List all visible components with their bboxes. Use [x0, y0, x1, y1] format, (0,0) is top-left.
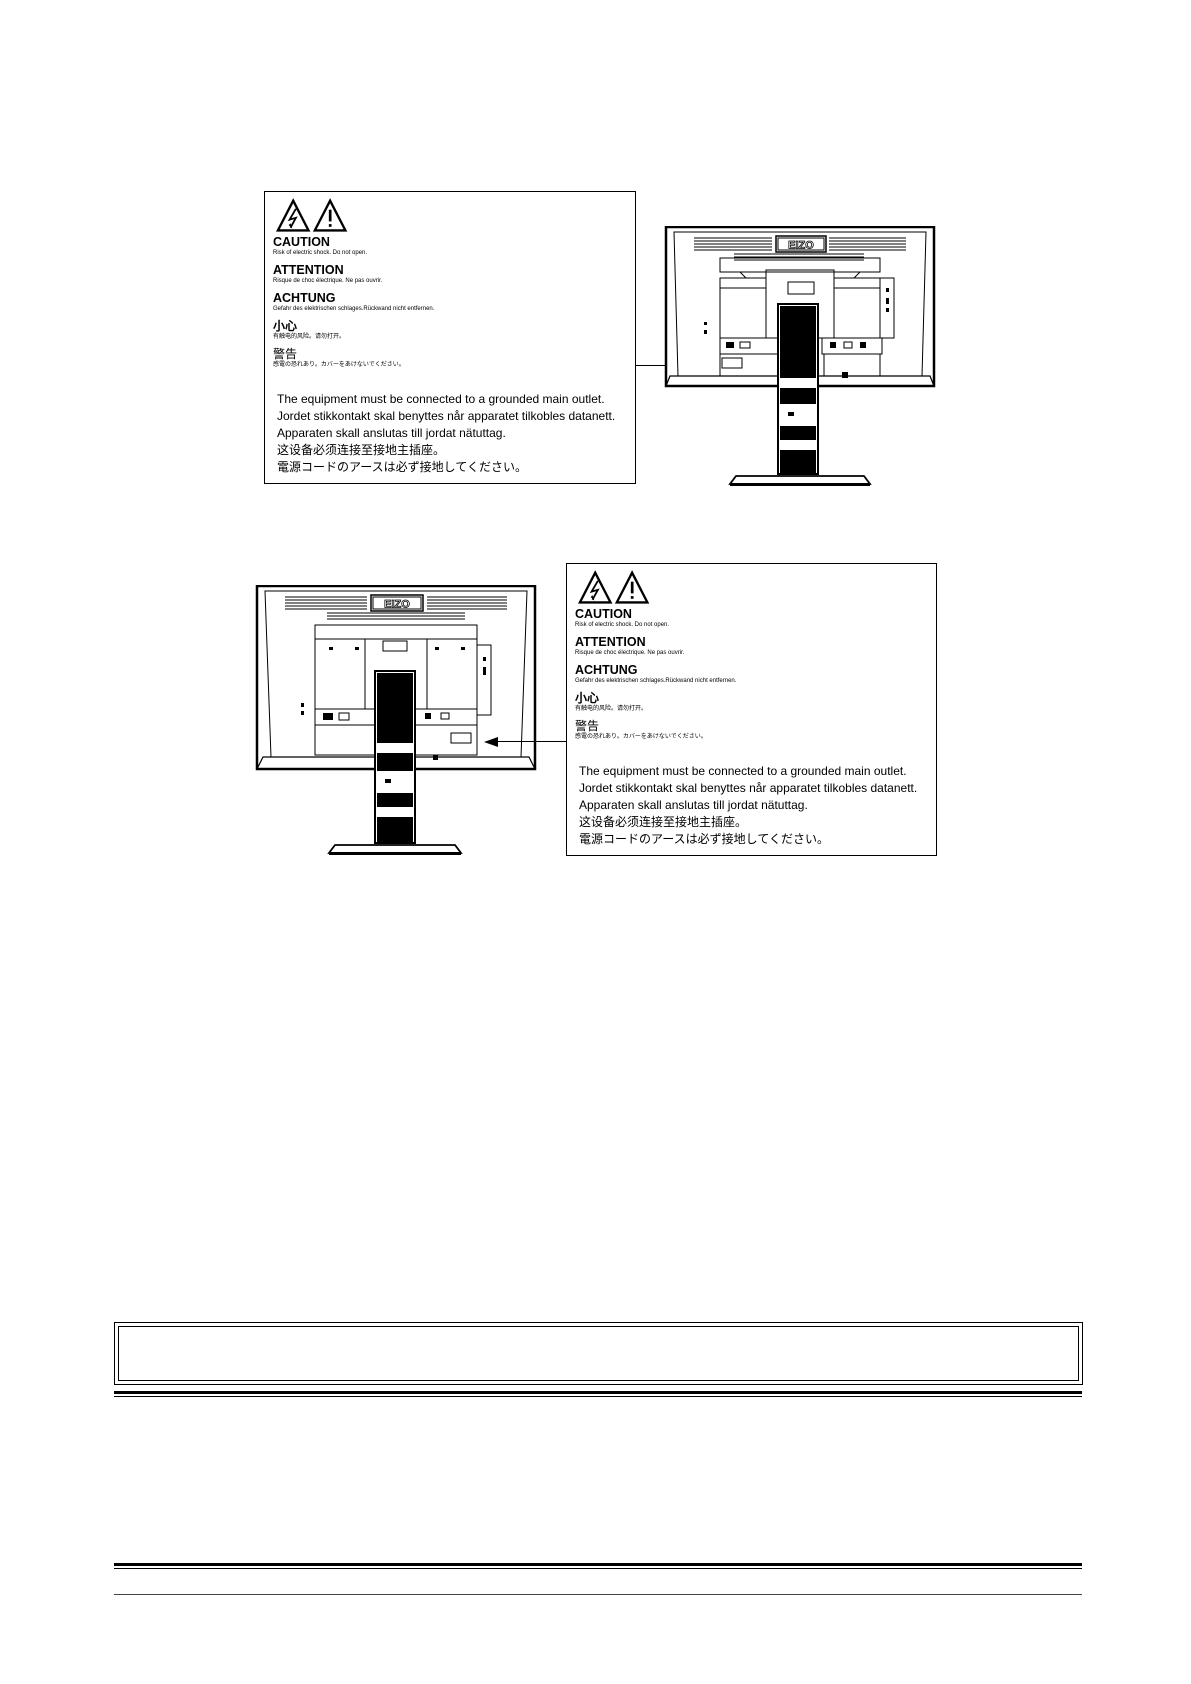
- label-line: 電源コードのアースは必ず接地してください。: [277, 460, 527, 474]
- warning-icons: [275, 198, 348, 232]
- notice-box: [114, 1322, 1083, 1385]
- japanese-text: 感電の恐れあり。カバーをあけないでください。: [273, 362, 405, 368]
- attention-title: ATTENTION: [273, 263, 344, 277]
- achtung-title: ACHTUNG: [273, 291, 336, 305]
- label-line: The equipment must be connected to a gro…: [277, 392, 605, 406]
- achtung-text: Gefahr des elektrischen schlages.Rückwan…: [575, 678, 737, 684]
- warning-label-2: CAUTION Risk of electric shock. Do not o…: [566, 563, 937, 856]
- monitor-logo: EIZO: [788, 240, 814, 252]
- section-rule-thick: [114, 1391, 1082, 1394]
- arrow-head: [484, 737, 498, 747]
- chinese-text: 有触电的风险。请勿打开。: [273, 334, 346, 340]
- exclamation-icon: [614, 570, 650, 604]
- label-line: 这设备必须连接至接地主插座。: [579, 815, 748, 829]
- warning-label-1: CAUTION Risk of electric shock. Do not o…: [264, 191, 636, 484]
- monitor-rear-illustration: EIZO: [255, 585, 537, 855]
- warning-icons: [577, 570, 650, 604]
- japanese-title: 警告: [273, 347, 298, 361]
- footer-rule-thin: [114, 1568, 1082, 1569]
- attention-text: Risque de choc électrique. Ne pas ouvrir…: [575, 650, 685, 656]
- attention-text: Risque de choc électrique. Ne pas ouvrir…: [273, 278, 383, 284]
- footer-rule-thick: [114, 1563, 1082, 1566]
- electric-shock-icon: [275, 198, 311, 232]
- monitor-logo: EIZO: [384, 599, 410, 611]
- monitor-rear-illustration: EIZO: [664, 226, 936, 486]
- japanese-title: 警告: [575, 719, 600, 733]
- label-line: 这设备必须连接至接地主插座。: [277, 443, 446, 457]
- exclamation-icon: [312, 198, 348, 232]
- electric-shock-icon: [577, 570, 613, 604]
- attention-title: ATTENTION: [575, 635, 646, 649]
- section-rule-thin: [114, 1396, 1082, 1397]
- caution-title: CAUTION: [575, 607, 632, 621]
- caution-text: Risk of electric shock. Do not open.: [575, 622, 670, 628]
- label-line: 電源コードのアースは必ず接地してください。: [579, 832, 829, 846]
- label-line: Apparaten skall anslutas till jordat nät…: [277, 426, 506, 440]
- label-line: Apparaten skall anslutas till jordat nät…: [579, 798, 808, 812]
- label-line: The equipment must be connected to a gro…: [579, 764, 907, 778]
- chinese-text: 有触电的风险。请勿打开。: [575, 706, 648, 712]
- caution-text: Risk of electric shock. Do not open.: [273, 250, 368, 256]
- japanese-text: 感電の恐れあり。カバーをあけないでください。: [575, 734, 707, 740]
- caution-title: CAUTION: [273, 235, 330, 249]
- chinese-title: 小心: [273, 319, 298, 333]
- leader-line: [490, 741, 566, 742]
- label-line: Jordet stikkontakt skal benyttes når app…: [277, 409, 616, 423]
- chinese-title: 小心: [575, 691, 600, 705]
- notice-box-inner: [118, 1326, 1079, 1381]
- achtung-text: Gefahr des elektrischen schlages.Rückwan…: [273, 306, 435, 312]
- footer-rule-bottom: [114, 1594, 1082, 1595]
- label-line: Jordet stikkontakt skal benyttes når app…: [579, 781, 918, 795]
- achtung-title: ACHTUNG: [575, 663, 638, 677]
